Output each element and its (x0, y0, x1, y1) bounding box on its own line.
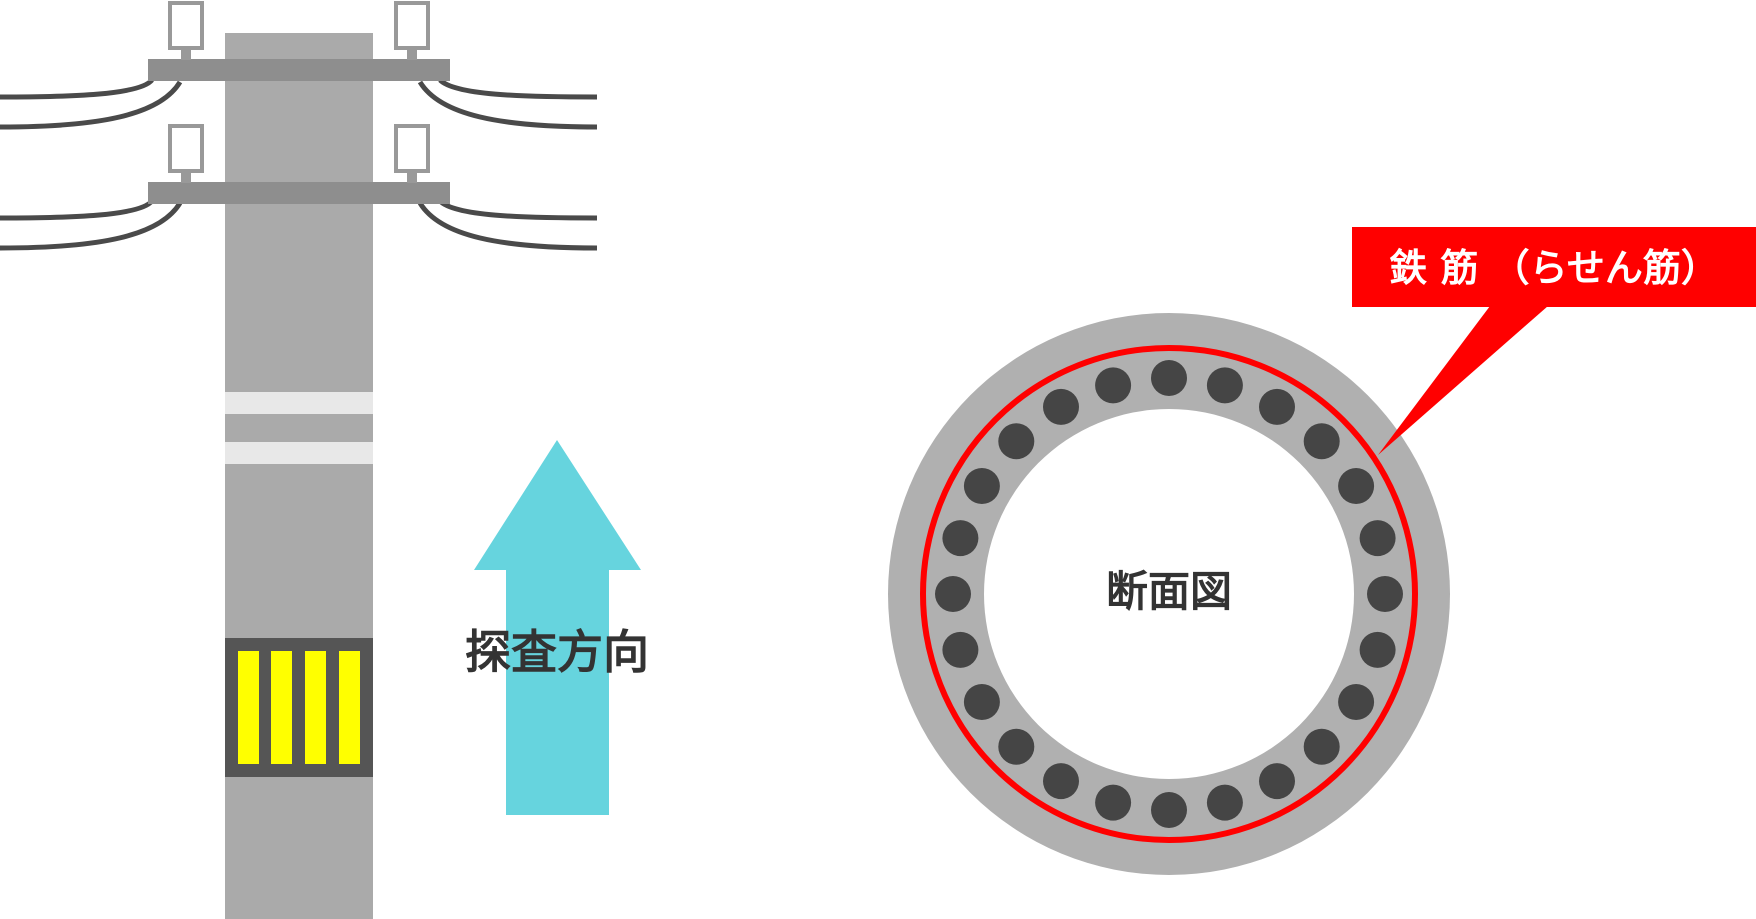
insulator-post-left-upper (181, 48, 191, 60)
callout-pointer (1378, 306, 1548, 455)
rebar-dot (1151, 360, 1187, 396)
section-hollow-core (984, 409, 1354, 779)
insulator-post-right-lower (407, 171, 417, 183)
rebar-dot (1338, 468, 1375, 504)
rebar-dot (998, 423, 1035, 460)
scanner-stripe-2 (271, 651, 292, 764)
rebar-dot (935, 576, 971, 612)
rebar-dot (1206, 784, 1243, 821)
rebar-dot (998, 728, 1035, 765)
rebar-callout: 鉄 筋 （らせん筋） (1352, 227, 1756, 455)
rebar-dot (1338, 684, 1375, 720)
utility-pole (0, 1, 598, 919)
rebar-dot (1303, 423, 1340, 460)
cross-section: 断面図 (888, 313, 1450, 875)
scanner-stripe-1 (238, 651, 259, 764)
callout-box (1352, 227, 1756, 307)
rebar-dot (1095, 784, 1132, 821)
rebar-dot (942, 631, 979, 668)
rebar-dot (1359, 631, 1396, 668)
rebar-dot (1043, 388, 1079, 425)
insulator-left-upper (168, 1, 204, 50)
lower-crossarm-assembly (0, 124, 598, 251)
pole-band-upper (225, 392, 373, 414)
rebar-dot (1303, 728, 1340, 765)
rebar-dot (963, 684, 1000, 720)
rebar-dot (1259, 388, 1295, 425)
upper-crossarm-assembly (0, 1, 598, 130)
insulator-post-right-upper (407, 48, 417, 60)
callout-label: 鉄 筋 （らせん筋） (1389, 246, 1719, 290)
direction-label: 探査方向 (465, 625, 649, 679)
pole-body (225, 33, 373, 919)
rebar-dot (1095, 367, 1132, 404)
rebar-dot (1206, 367, 1243, 404)
crossarm-upper (148, 59, 450, 81)
scan-direction: 探査方向 (465, 440, 649, 815)
scanner-device (225, 638, 373, 777)
insulator-post-left-lower (181, 171, 191, 183)
rebar-dot (963, 468, 1000, 504)
scanner-stripe-3 (305, 651, 326, 764)
wire-right-lower-a (438, 199, 598, 221)
insulator-right-upper (394, 1, 430, 50)
insulator-left-lower (168, 124, 204, 173)
cross-section-label: 断面図 (1106, 567, 1232, 616)
wire-left-lower-a (0, 199, 154, 221)
wire-right-lower-b (417, 201, 598, 251)
wire-right-upper-a (438, 78, 598, 100)
insulator-right-lower (394, 124, 430, 173)
pole-band-lower (225, 442, 373, 464)
spiral-rebar-ring (920, 345, 1418, 843)
up-arrow-icon (474, 440, 641, 815)
crossarm-lower (148, 182, 450, 204)
scanner-stripe-4 (339, 651, 360, 764)
rebar-dot (942, 520, 979, 557)
wire-left-upper-b (0, 80, 183, 130)
wire-left-upper-a (0, 78, 154, 100)
rebar-dot (1151, 792, 1187, 828)
wire-right-upper-b (417, 80, 598, 130)
wire-left-lower-b (0, 201, 183, 251)
rebar-dot (1259, 763, 1295, 800)
rebar-dot (1359, 520, 1396, 557)
rebar-dots (935, 360, 1403, 828)
rebar-dot (1367, 576, 1403, 612)
rebar-dot (1043, 763, 1079, 800)
